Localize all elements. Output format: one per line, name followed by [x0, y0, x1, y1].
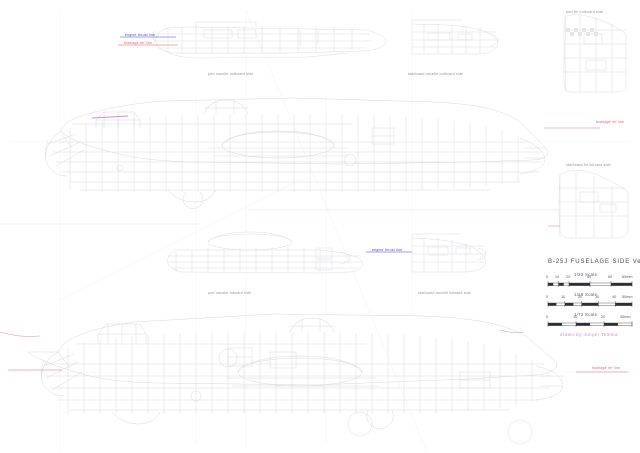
- scale2-tick-20: 20: [578, 295, 583, 299]
- magenta-leader: [499, 329, 525, 333]
- view-upper-fuselage-profile: [45, 97, 548, 210]
- scale-caption-1: 1/32 Scale: [574, 272, 598, 277]
- drawing-credit: drawn by Junpei Temma: [560, 332, 619, 337]
- scale1-tick-80: 80mm: [622, 275, 633, 279]
- magenta-leader-left: [0, 331, 41, 337]
- annotation-fuselage-ref-line-right: fuselage ref line: [596, 120, 625, 124]
- label-starboard-fin-inboard: starboard fin inboard side: [566, 163, 611, 167]
- scale-caption-3: 1/72 Scale: [574, 312, 598, 317]
- scale1-tick-0: 0: [546, 275, 549, 279]
- scale1-tick-40: 40: [587, 275, 592, 279]
- magenta-highlight-upper: [91, 115, 129, 119]
- view-starboard-nacelle-inboard: [411, 233, 487, 273]
- scale3-tick-10: 10: [573, 315, 578, 319]
- label-port-fin-outboard: port fin outboard side: [566, 10, 604, 14]
- annotation-engine-thrust-line-top: engine thrust line: [125, 33, 156, 37]
- scale1-tick-60: 60: [608, 275, 613, 279]
- label-port-nacelle-inboard: port nacelle inboard side: [208, 291, 252, 295]
- scale3-tick-0: 0: [546, 315, 549, 319]
- scale-bar-3-graphic: [547, 321, 633, 327]
- scale2-tick-0: 0: [546, 295, 549, 299]
- annotation-fuselage-ref-line-bottom: fuselage ref line: [592, 366, 621, 370]
- label-starboard-nacelle-outboard: starboard nacelle outboard side: [408, 72, 464, 76]
- scale-bar-2-graphic: [547, 301, 633, 307]
- view-port-fin-outboard: [563, 14, 627, 93]
- view-port-nacelle-outboard: [152, 21, 386, 59]
- scale-caption-2: 1/48 Scale: [574, 292, 598, 297]
- reference-lines-colored: [0, 36, 628, 373]
- view-starboard-fin-inboard: [558, 170, 629, 239]
- annotation-fuselage-ref-line-top: fuselage ref line: [124, 41, 153, 45]
- scale1-tick-10: 10: [555, 275, 560, 279]
- scale1-tick-20: 20: [566, 275, 571, 279]
- fin-checker-pattern-top: [566, 28, 598, 36]
- scale2-tick-10: 10: [561, 295, 566, 299]
- scale2-tick-30: 30: [595, 295, 600, 299]
- scale2-tick-50: 50mm: [622, 295, 633, 299]
- annotation-engine-thrust-line-mid: engine thrust line: [372, 248, 403, 252]
- scale2-tick-40: 40: [612, 295, 617, 299]
- label-starboard-nacelle-inboard: starboard nacelle inboard side: [418, 291, 471, 295]
- scale3-tick-30: 30mm: [620, 315, 631, 319]
- drawing-title: B-25J FUSELAGE SIDE Ver.3.0: [548, 259, 640, 265]
- label-port-nacelle-outboard: port nacelle outboard side: [208, 72, 254, 76]
- view-port-nacelle-inboard: [167, 231, 363, 274]
- construction-lines: [10, 9, 630, 451]
- scale-bar-1-graphic: [547, 281, 633, 287]
- scale3-tick-20: 20: [601, 315, 606, 319]
